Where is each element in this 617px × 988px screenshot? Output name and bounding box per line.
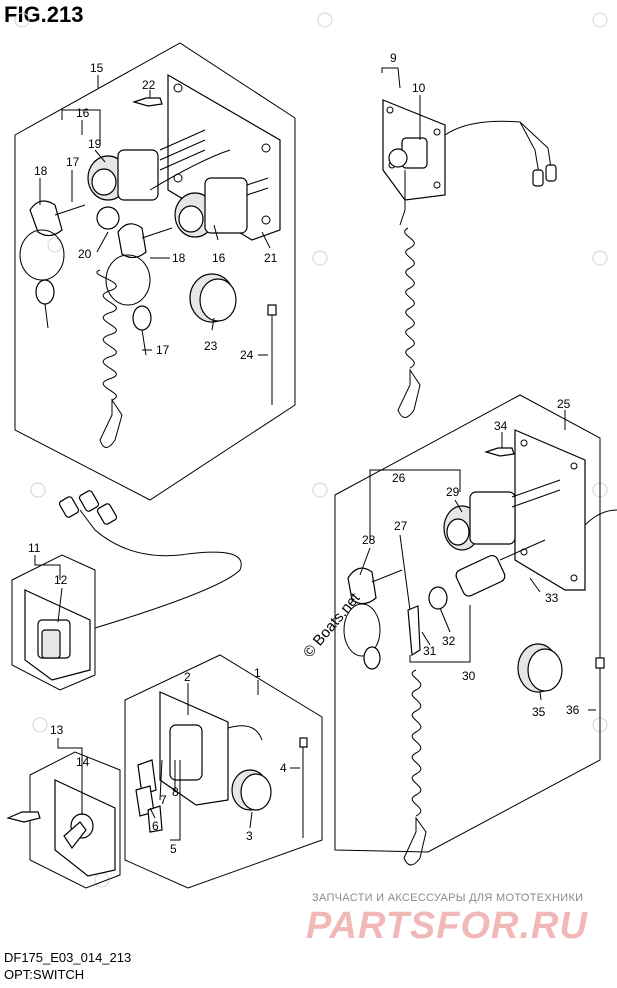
callout-32: 32 — [442, 634, 456, 648]
callout-7: 7 — [160, 793, 167, 807]
callout-13: 13 — [50, 723, 64, 737]
callout-2: 2 — [184, 670, 191, 684]
callout-26: 26 — [392, 471, 406, 485]
callout-4: 4 — [280, 761, 287, 775]
callout-16: 16 — [76, 106, 90, 120]
callout-5: 5 — [170, 842, 177, 856]
callout-11: 11 — [28, 541, 41, 555]
callout-10: 10 — [412, 81, 426, 95]
callout-30: 30 — [462, 669, 476, 683]
callout-15: 15 — [90, 61, 104, 75]
group-9-kill-switch — [382, 99, 557, 418]
callout-numbers: 15 22 16 19 18 17 20 18 16 21 23 17 24 9… — [28, 51, 580, 856]
callout-9: 9 — [390, 51, 397, 65]
callout-24: 24 — [240, 348, 254, 362]
callout-17: 17 — [66, 155, 80, 169]
partsfor-tagline: ЗАПЧАСТИ И АКСЕССУАРЫ ДЛЯ МОТОТЕХНИКИ — [312, 892, 584, 904]
callout-1: 1 — [254, 666, 261, 680]
diagram-code: DF175_E03_014_213 — [4, 950, 132, 965]
callout-17: 17 — [156, 343, 170, 357]
callout-36: 36 — [566, 703, 580, 717]
callout-14: 14 — [76, 755, 90, 769]
group-1-panel — [124, 654, 323, 889]
callout-28: 28 — [362, 533, 376, 547]
callout-20: 20 — [78, 247, 92, 261]
callout-33: 33 — [545, 591, 559, 605]
leader-lines — [34, 67, 596, 841]
group-13-switch — [6, 751, 121, 889]
callout-29: 29 — [446, 485, 460, 499]
callout-23: 23 — [204, 339, 218, 353]
callout-21: 21 — [264, 251, 278, 265]
callout-27: 27 — [394, 519, 408, 533]
group-15-panel — [14, 42, 296, 501]
callout-18: 18 — [172, 251, 186, 265]
callout-19: 19 — [88, 137, 102, 151]
group-11-switch — [11, 490, 242, 691]
callout-6: 6 — [152, 819, 159, 833]
diagram-name: OPT:SWITCH — [4, 967, 85, 982]
callout-31: 31 — [423, 644, 437, 658]
callout-34: 34 — [494, 419, 508, 433]
group-25-panel — [334, 394, 617, 866]
callout-22: 22 — [142, 78, 156, 92]
callout-25: 25 — [557, 397, 571, 411]
callout-3: 3 — [246, 829, 253, 843]
callout-12: 12 — [54, 573, 68, 587]
callout-16: 16 — [212, 251, 226, 265]
callout-35: 35 — [532, 705, 546, 719]
callout-18: 18 — [34, 164, 48, 178]
partsfor-logo: PARTSFOR.RU — [306, 905, 588, 947]
callout-8: 8 — [172, 785, 179, 799]
